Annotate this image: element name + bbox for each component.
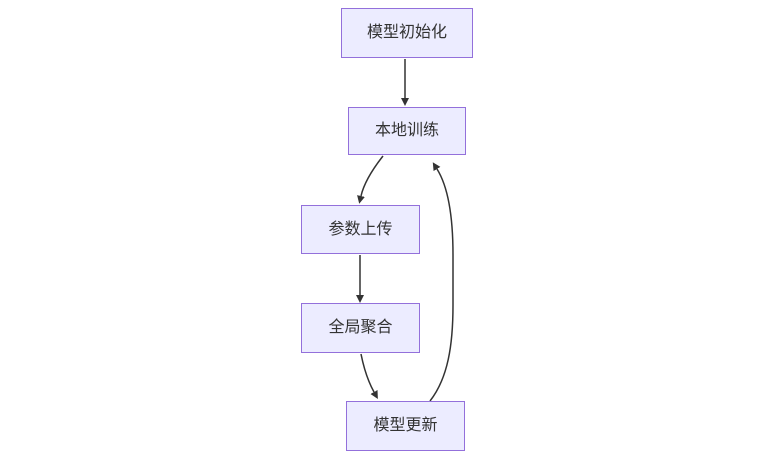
edge-global-agg-to-model-update <box>360 353 378 399</box>
node-model-update-label: 模型更新 <box>373 417 438 434</box>
node-global-agg: 全局聚合 <box>301 303 420 353</box>
edge-local-train-to-param-upload <box>357 155 384 204</box>
node-model-init-label: 模型初始化 <box>366 24 447 41</box>
node-param-upload: 参数上传 <box>301 205 420 254</box>
node-local-train-label: 本地训练 <box>374 122 439 139</box>
node-global-agg-label: 全局聚合 <box>328 319 393 336</box>
edge-model-update-to-local-train <box>429 162 454 402</box>
node-model-init: 模型初始化 <box>341 8 473 58</box>
node-model-update: 模型更新 <box>346 401 465 451</box>
node-local-train: 本地训练 <box>348 107 466 155</box>
node-param-upload-label: 参数上传 <box>328 220 393 238</box>
